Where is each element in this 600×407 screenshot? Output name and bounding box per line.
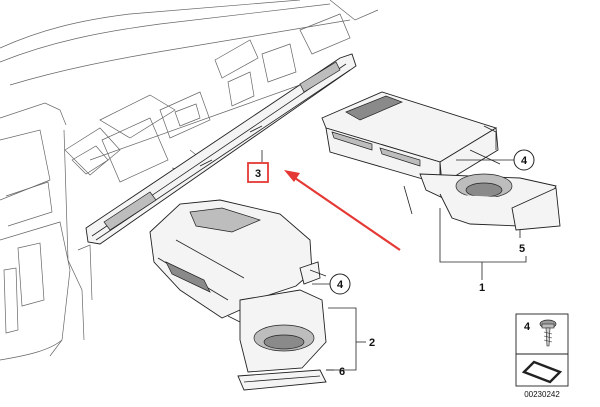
legend-part-number: 4 [524, 321, 531, 333]
cupholder-assembly-lower [149, 199, 327, 391]
callout-part4-right-text: 4 [521, 155, 528, 167]
cupholder-assembly-right [321, 91, 561, 231]
legend-box: 4 [515, 313, 569, 387]
callout-part4-right: 4 [513, 149, 535, 171]
label-part5: 5 [519, 243, 525, 255]
leader-lines [261, 150, 527, 371]
leader-part1 [439, 208, 527, 263]
callout-part4-lower-text: 4 [337, 279, 344, 291]
highlight-box [247, 162, 269, 183]
callout-part4-lower: 4 [329, 273, 351, 295]
leader-part2 [326, 307, 357, 371]
label-part1: 1 [479, 282, 485, 294]
screw-icon [539, 319, 557, 347]
bracket-symbol-icon [521, 360, 563, 384]
highlight-arrow [284, 170, 401, 251]
catalog-number: 00230242 [524, 390, 560, 399]
label-part6: 6 [339, 366, 345, 378]
label-part3: 3 [255, 168, 261, 180]
label-part2: 2 [369, 337, 375, 349]
dashboard-outline [0, 0, 379, 361]
trim-strip-part [85, 53, 357, 245]
